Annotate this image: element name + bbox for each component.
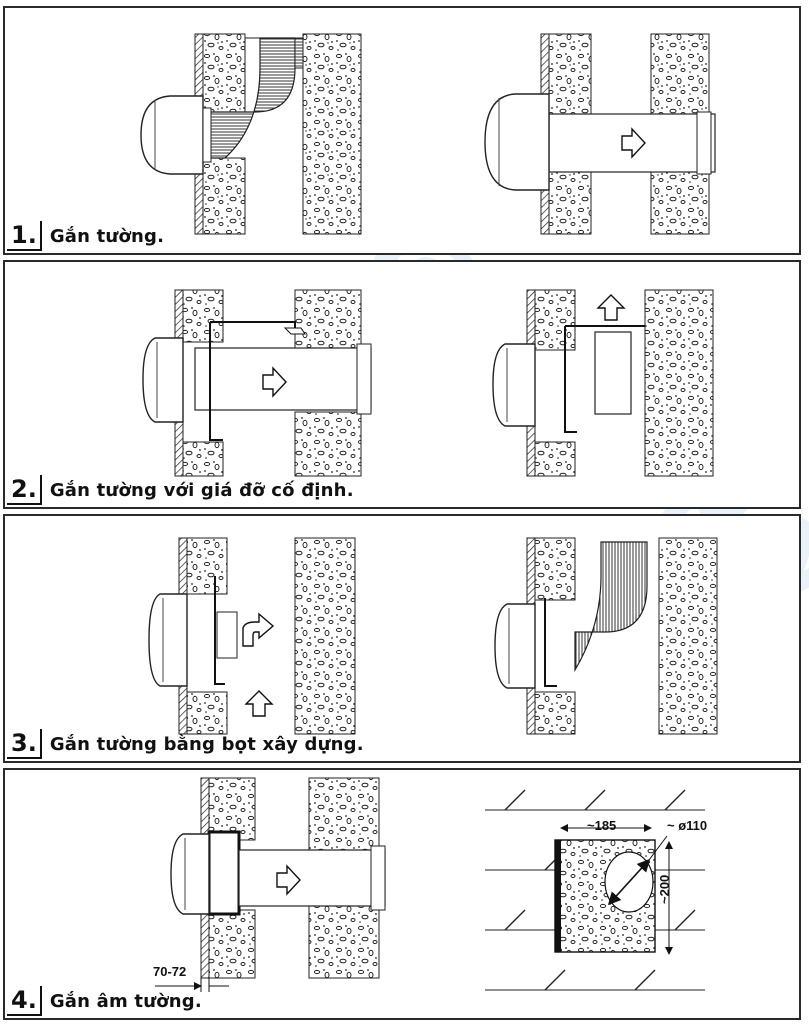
- dimension-opening-width: ~185: [587, 818, 617, 833]
- step-caption: Gắn tường.: [49, 225, 165, 247]
- dimension-duct-diameter: ~ ø110: [667, 818, 708, 833]
- step-number: 1.: [7, 221, 42, 251]
- diagram-recessed-mount: [155, 777, 705, 992]
- panel-bracket-mount: 2. Gắn tường với giá đỡ cố định.: [3, 260, 801, 509]
- caption-3: 3. Gắn tường bằng bọt xây dựng.: [7, 729, 364, 759]
- step-caption: Gắn tường với giá đỡ cố định.: [49, 479, 354, 501]
- panel-recessed-mount: 70-72 ~185 ~ ø110 ~200 4. Gắn âm tường.: [3, 768, 801, 1020]
- panel-foam-mount: 3. Gắn tường bằng bọt xây dựng.: [3, 514, 801, 763]
- recessed-mount-section: [155, 777, 386, 992]
- caption-4: 4. Gắn âm tường.: [7, 986, 202, 1016]
- caption-1: 1. Gắn tường.: [7, 221, 164, 251]
- dimension-opening-height: ~200: [657, 874, 672, 904]
- wall-mount-flex-duct: [140, 33, 362, 235]
- step-caption: Gắn tường bằng bọt xây dựng.: [49, 733, 364, 755]
- foam-mount-flex: [494, 537, 718, 735]
- recessed-opening-perspective: [485, 789, 705, 991]
- wall-mount-straight-duct: [484, 33, 716, 235]
- panel-wall-mount: 1. Gắn tường.: [3, 6, 801, 255]
- bracket-mount-side: [142, 289, 372, 477]
- step-number: 4.: [7, 986, 42, 1016]
- dimension-wall-thickness: 70-72: [153, 964, 187, 979]
- step-number: 3.: [7, 729, 42, 759]
- bracket-mount-vertical: [492, 289, 714, 477]
- step-caption: Gắn âm tường.: [49, 990, 202, 1012]
- caption-2: 2. Gắn tường với giá đỡ cố định.: [7, 475, 354, 505]
- diagram-foam-mount: [148, 537, 718, 735]
- step-number: 2.: [7, 475, 42, 505]
- foam-mount-short: [148, 537, 356, 735]
- diagram-wall-mount: [140, 33, 716, 235]
- diagram-bracket-mount: [142, 289, 714, 477]
